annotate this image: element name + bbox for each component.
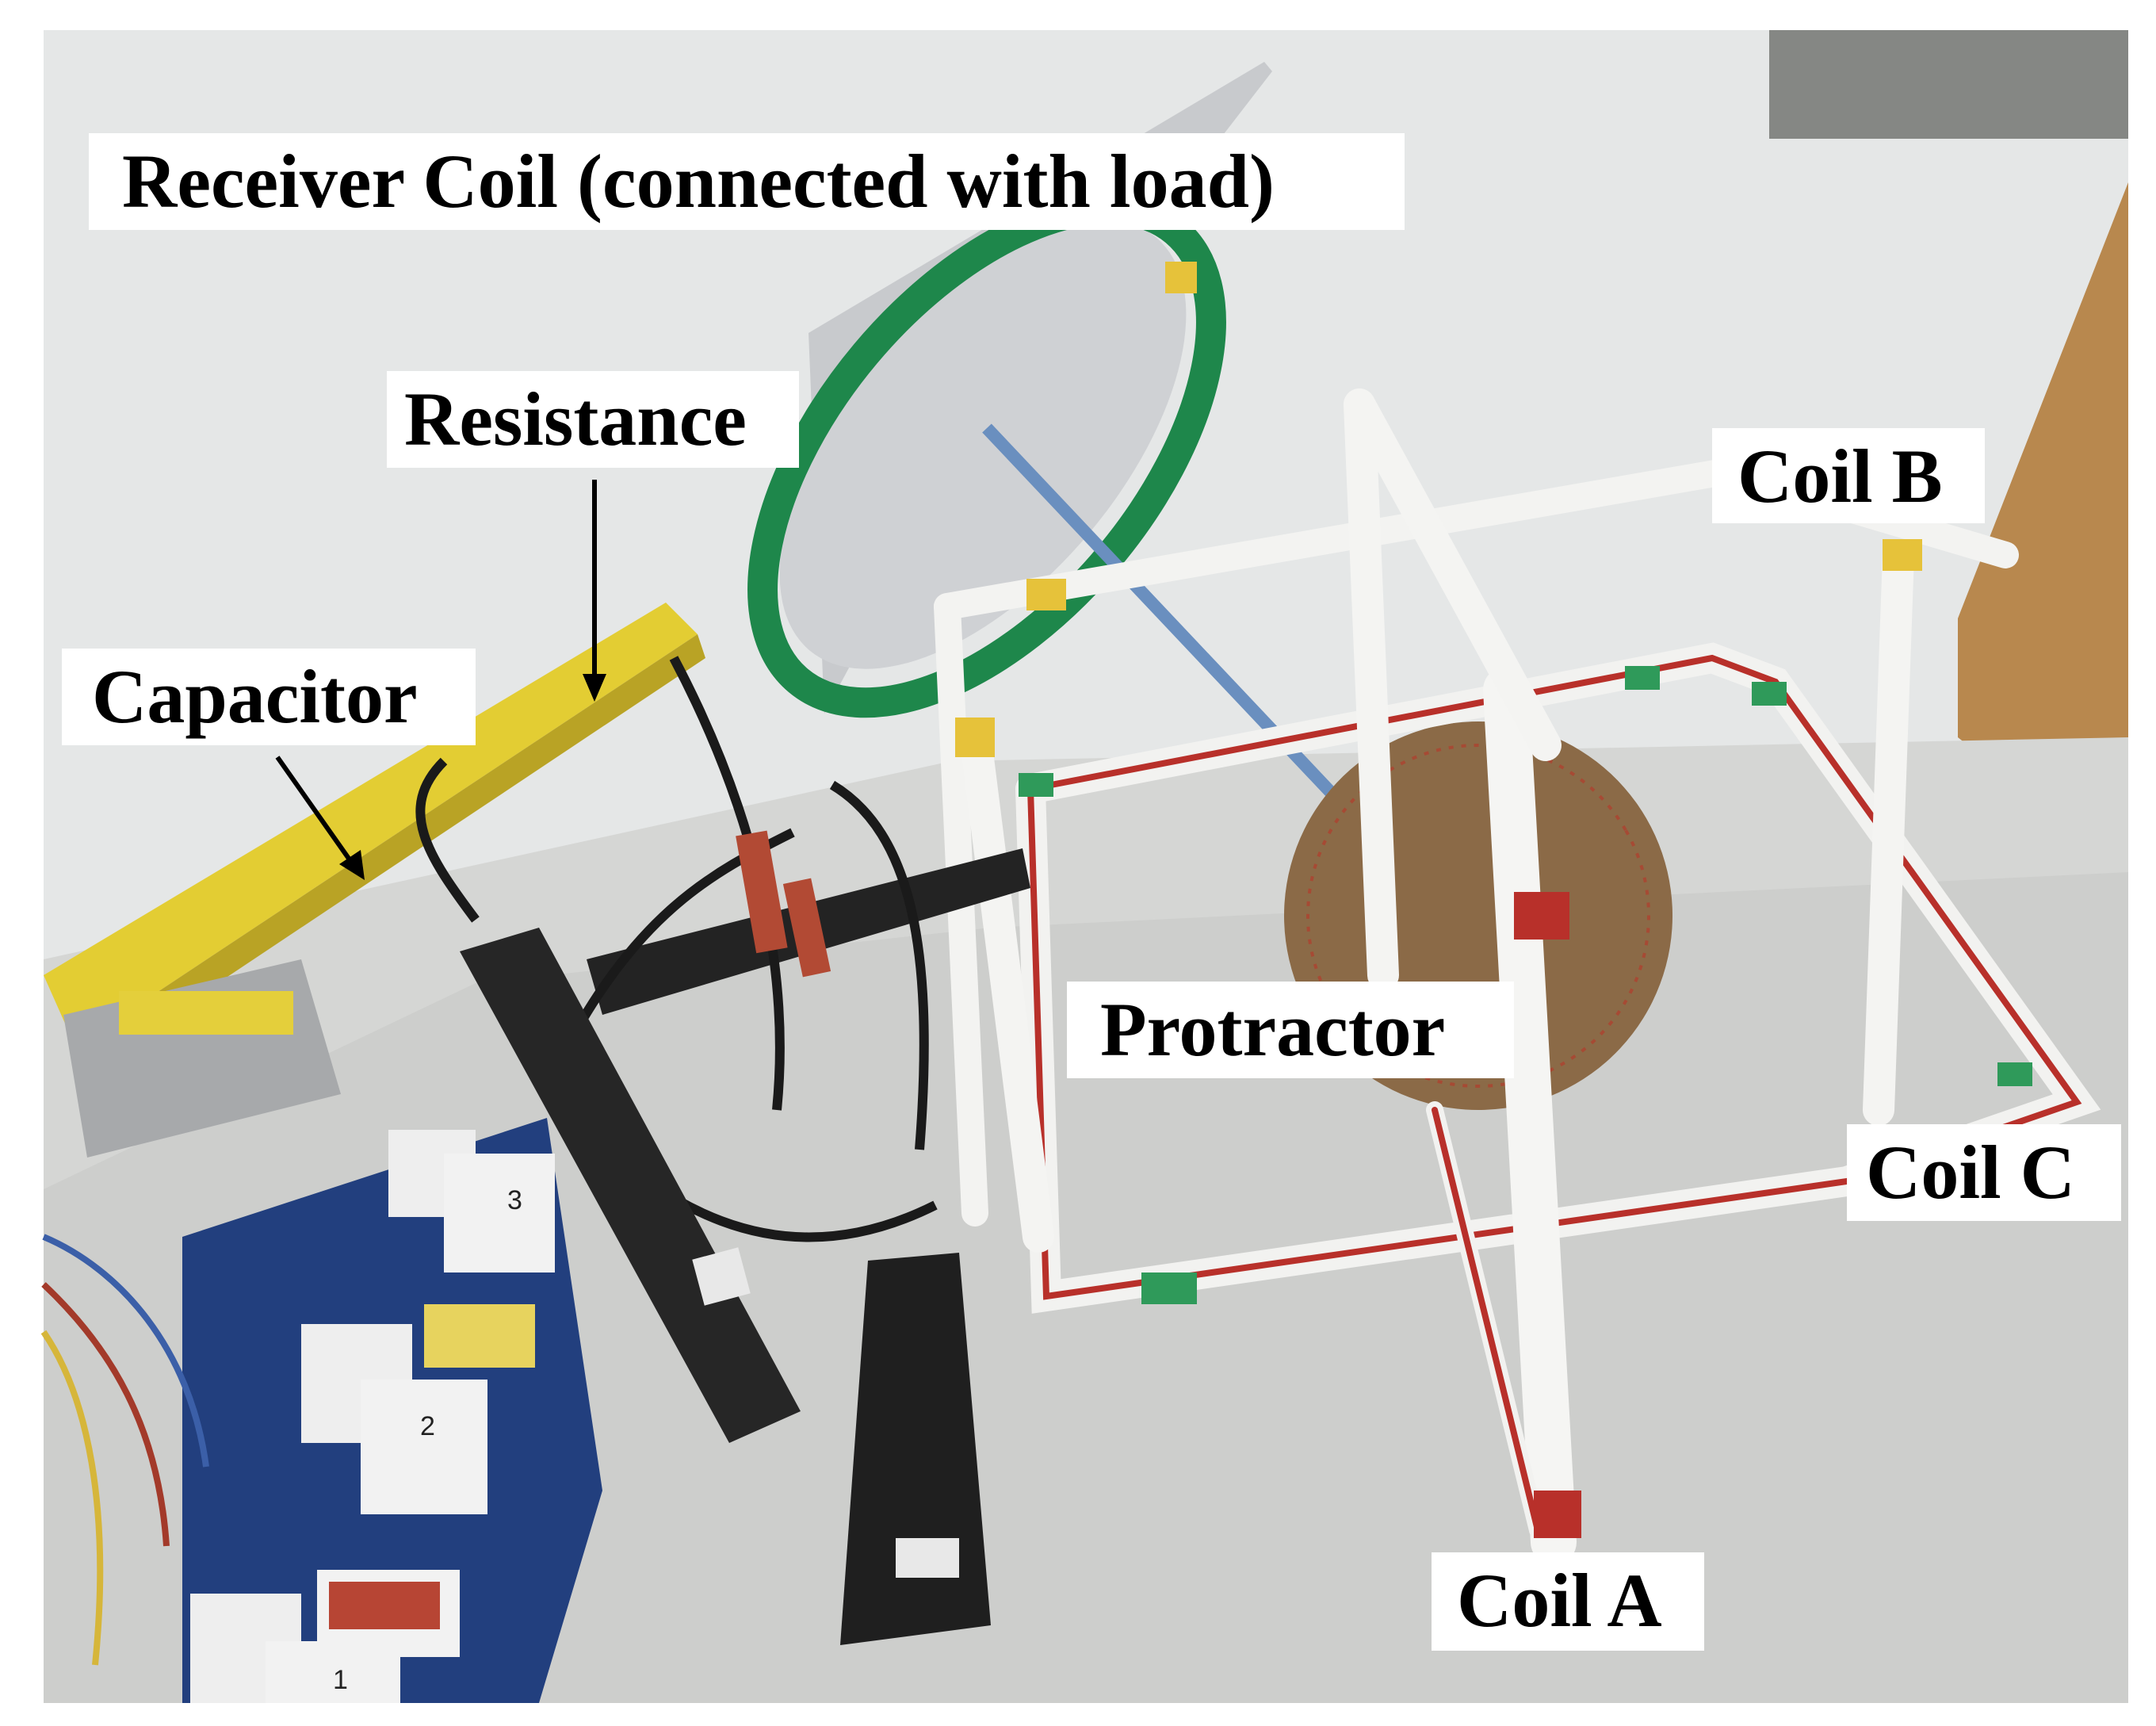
tape-green [1625,666,1660,690]
cable [415,757,480,923]
cardboard-box [1958,182,2128,872]
tape-green [1019,773,1053,797]
receiver-coil-label: Receiver Coil (connected with load) [89,133,1405,230]
wire-red [41,1282,170,1547]
coil-a-bottom-stripe [1432,1107,1541,1533]
relay-module [361,1380,487,1514]
relay-module [424,1304,535,1368]
probe-red [782,878,831,978]
tape-yellow [955,718,995,757]
coil-b-label: Coil B [1712,428,1985,523]
left-wires [40,1234,209,1666]
receiver-plate-face [779,219,1187,669]
tape-red [1534,1491,1581,1538]
protractor-label: Protractor [1067,982,1514,1078]
differential-probe-label [896,1538,959,1578]
tape-yellow [1883,539,1922,571]
resistance-arrowhead [583,674,606,702]
board-marking-2: 2 [420,1411,435,1441]
resistance-label: Resistance [387,371,799,468]
tape-red [1514,892,1569,940]
probe-red [736,830,788,954]
yellow-rail-shade [75,634,705,1070]
yellow-rail [44,603,698,1047]
relay-modules [190,1130,555,1703]
tape-yellow [1026,579,1066,610]
capacitor-arrow [275,756,355,866]
wire-yellow [40,1330,104,1666]
tape-green [1141,1272,1197,1304]
wall-panel-top-right [1769,30,2128,139]
coil-c-label: Coil C [1847,1124,2121,1221]
tape-markers [955,262,2032,1538]
post-right [1863,539,1914,1126]
coil-a-post [1483,667,1577,1565]
coil-b-bar-left [934,593,988,1227]
cable [829,780,929,1150]
tape-green [1752,682,1787,706]
coil-c-stripe [1027,654,2082,1300]
capacitor-arrowhead [339,850,365,880]
current-probe [460,928,801,1443]
post-front-left [959,718,1054,1253]
capacitor-label: Capacitor [62,649,476,745]
coil-a-label: Coil A [1432,1552,1704,1651]
coil-a-diagonal [1344,388,1562,761]
relay-module-red [329,1582,440,1629]
pcb-top-module-yellow [119,991,293,1035]
post-back-center [1344,388,1399,991]
board-marking-3: 3 [507,1185,522,1215]
relay-module [444,1154,555,1272]
tape-green [1997,1062,2032,1086]
board-marking-1: 1 [333,1665,348,1695]
wire-blue [42,1234,209,1468]
tape-yellow [1165,262,1197,293]
current-probe-label [692,1247,751,1306]
